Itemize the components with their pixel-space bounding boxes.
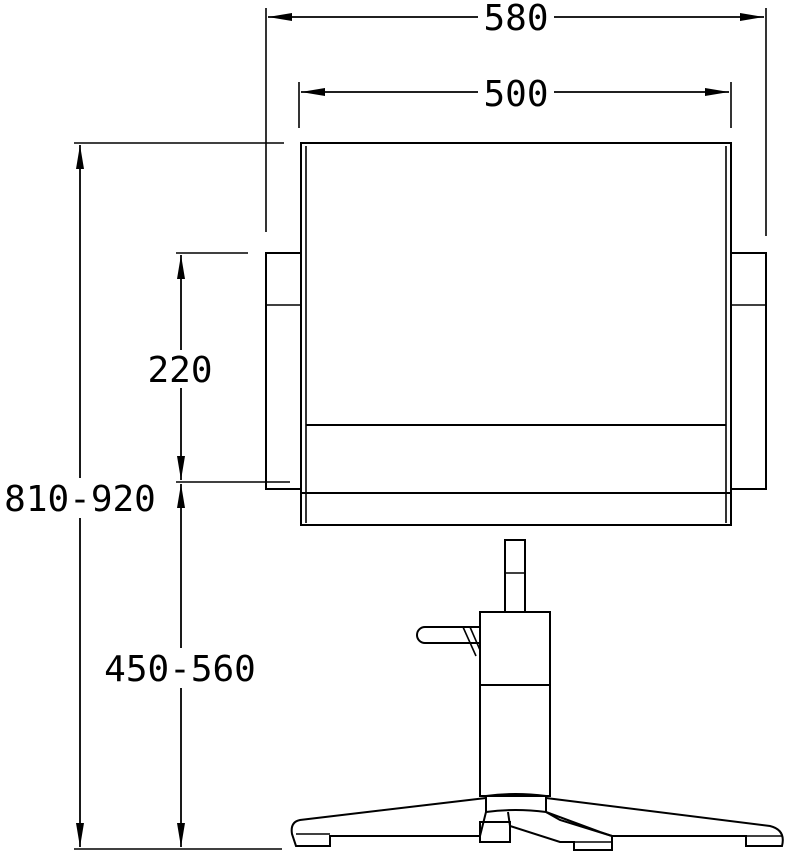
pedal-lever-link-2 — [469, 626, 481, 651]
seat-back-outline — [300, 142, 732, 526]
arrow-580-right — [740, 13, 764, 21]
label-mask-220 — [142, 350, 218, 388]
arrow-220-bottom — [177, 456, 185, 480]
dim-label-810-920: 810-920 — [4, 479, 156, 520]
arrow-500-left — [301, 88, 325, 96]
hydraulic-column — [479, 611, 551, 797]
dimension-seat-width: 500 — [301, 74, 729, 115]
label-mask-450-560 — [94, 648, 266, 688]
pedal-lever-link — [462, 626, 477, 657]
label-mask-810-920 — [0, 478, 166, 518]
dimension-overall-height: 810-920 — [0, 145, 166, 847]
arrow-450-560-top — [177, 484, 185, 508]
left-armrest — [265, 252, 302, 490]
dimension-seat-height: 450-560 — [94, 484, 266, 847]
dim-label-580: 580 — [483, 0, 548, 39]
arrow-810-920-bottom — [76, 823, 84, 847]
pedal-lever — [416, 626, 480, 644]
right-base-leg — [545, 797, 784, 847]
arrow-220-top — [177, 255, 185, 279]
arrow-810-920-top — [76, 145, 84, 169]
dim-label-220: 220 — [147, 350, 212, 391]
right-armrest — [730, 252, 767, 490]
chair-body — [265, 142, 767, 526]
front-base-leg — [507, 811, 613, 851]
arrow-500-right — [705, 88, 729, 96]
dim-label-450-560: 450-560 — [104, 649, 256, 690]
dim-label-500: 500 — [483, 74, 548, 115]
left-base-leg — [290, 797, 487, 847]
piston-rod — [504, 539, 526, 613]
chair-base — [290, 539, 784, 851]
front-foot — [479, 821, 511, 843]
dimension-overall-width: 580 — [268, 0, 764, 39]
arrow-580-left — [268, 13, 292, 21]
label-mask-500 — [478, 74, 554, 108]
arrow-450-560-bottom — [177, 823, 185, 847]
extension-lines — [74, 8, 767, 850]
label-mask-580 — [478, 0, 554, 34]
dimension-armrest-height: 220 — [142, 255, 218, 480]
